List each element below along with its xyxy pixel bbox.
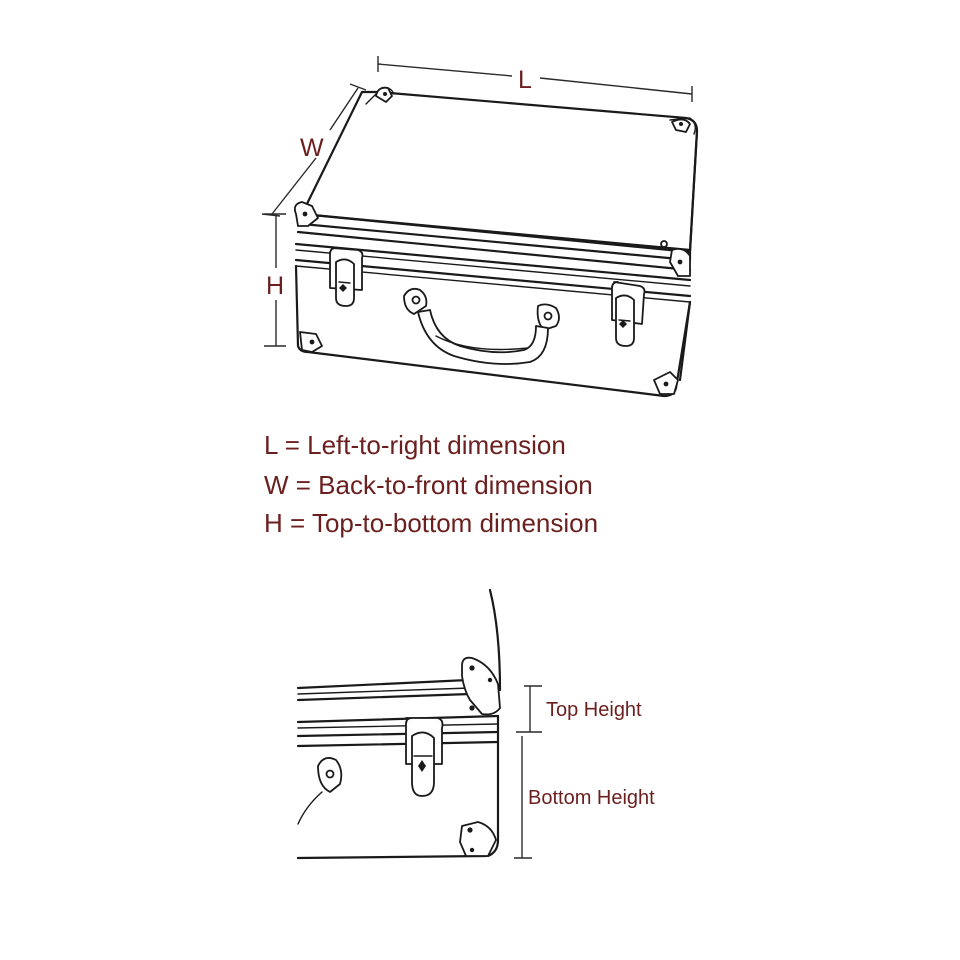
corner-rivet	[663, 381, 669, 387]
bottom-height-label: Bottom Height	[528, 787, 655, 809]
dimension-height: H	[264, 213, 286, 347]
detail-seam-line-2	[297, 723, 499, 729]
legend-line-width: W = Back-to-front dimension	[264, 470, 593, 500]
corner-rivet	[383, 92, 387, 96]
corner-rivet	[309, 339, 315, 345]
corner-rivet	[469, 705, 475, 711]
top-height-label: Top Height	[546, 699, 642, 721]
corner-rivet	[467, 827, 473, 833]
detail-latch	[405, 717, 444, 797]
dimension-legend: L = Left-to-right dimension W = Back-to-…	[264, 430, 598, 538]
corner-rivet	[677, 259, 683, 265]
corner-rivet	[469, 847, 475, 853]
dimension-width-label: W	[300, 134, 324, 162]
detail-corner-bottom	[459, 821, 497, 857]
corner-rivet	[487, 677, 493, 683]
detail-dimension-ticks	[514, 685, 542, 859]
case-lid-right-back-corner	[669, 117, 697, 135]
detail-seam-line-4	[296, 740, 500, 748]
case-lid-front-lower	[296, 230, 692, 272]
detail-corner-top	[461, 656, 501, 716]
case-seam-line-1	[294, 242, 692, 282]
corner-rivet	[469, 665, 475, 671]
case-handle	[403, 287, 560, 365]
detail-lid-line-2	[297, 687, 471, 695]
detail-lid-line-3	[296, 692, 472, 702]
detail-seam-line-3	[296, 730, 500, 738]
legend-line-length: L = Left-to-right dimension	[264, 430, 566, 460]
case-detail-illustration: Top Height Bottom Height	[296, 588, 655, 860]
latch-left	[329, 247, 364, 307]
dimension-length: L	[377, 56, 693, 102]
latch-right	[611, 281, 646, 347]
dimension-length-label: L	[518, 66, 532, 94]
case-right-edge	[688, 129, 699, 254]
dimension-width: W	[261, 83, 367, 217]
detail-lid-edge	[488, 588, 502, 692]
detail-lid-line-1	[296, 678, 470, 690]
lid-rivet	[660, 240, 668, 248]
legend-line-height: H = Top-to-bottom dimension	[264, 508, 598, 538]
detail-base-right-edge	[486, 714, 500, 858]
detail-handle-mount	[297, 757, 343, 825]
corner-rivet	[679, 122, 683, 126]
detail-seam-line-1	[296, 714, 500, 724]
detail-base-bottom	[296, 854, 488, 860]
case-illustration: L W H	[261, 56, 699, 398]
dimension-height-label: H	[266, 272, 284, 300]
corner-rivet	[302, 211, 308, 217]
case-right-side-base	[678, 300, 692, 382]
case-lid-top	[300, 90, 699, 252]
